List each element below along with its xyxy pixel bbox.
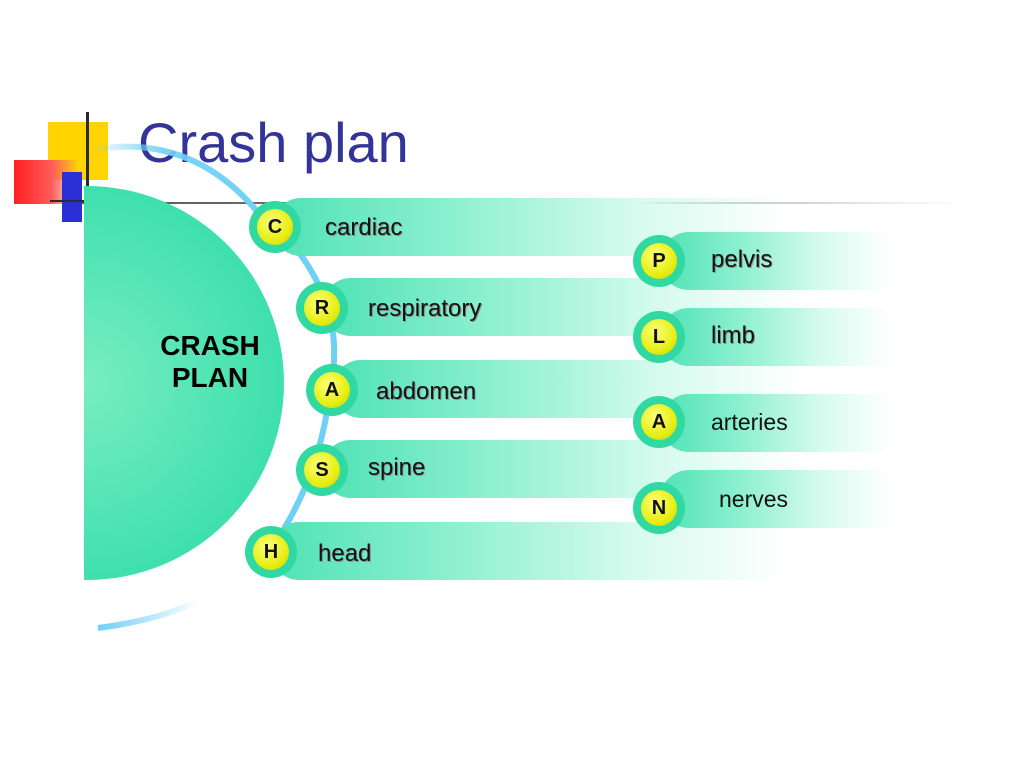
badge-letter: C xyxy=(257,209,293,245)
deco-vertical-line xyxy=(86,112,89,220)
item-label: limb xyxy=(711,322,756,349)
badge-l: L xyxy=(633,311,685,363)
badge-letter: L xyxy=(641,319,677,355)
badge-p: P xyxy=(633,235,685,287)
item-label: abdomen xyxy=(376,378,477,405)
pill-pelvis xyxy=(660,232,890,290)
badge-n: N xyxy=(633,482,685,534)
badge-letter: A xyxy=(314,372,350,408)
item-label: cardiac xyxy=(325,214,403,241)
item-label: nerves xyxy=(719,486,789,512)
bottom-arc xyxy=(97,597,202,631)
badge-r: R xyxy=(296,282,348,334)
badge-letter: N xyxy=(641,490,677,526)
item-label: spine xyxy=(368,454,426,481)
badge-a-right: A xyxy=(633,396,685,448)
item-label: head xyxy=(318,540,372,567)
pill-nerves xyxy=(660,470,890,528)
slide-title: Crash plan xyxy=(138,111,409,174)
item-label: respiratory xyxy=(368,295,482,322)
deco-blue-square xyxy=(62,172,82,222)
badge-h: H xyxy=(245,526,297,578)
pill-head xyxy=(270,522,790,580)
badge-letter: H xyxy=(253,534,289,570)
badge-c: C xyxy=(249,201,301,253)
badge-a: A xyxy=(306,364,358,416)
badge-letter: A xyxy=(641,404,677,440)
top-arc xyxy=(89,143,273,230)
pill-arteries xyxy=(660,394,890,452)
badge-letter: P xyxy=(641,243,677,279)
badge-letter: S xyxy=(304,452,340,488)
item-label: arteries xyxy=(711,409,788,435)
badge-letter: R xyxy=(304,290,340,326)
pill-limb xyxy=(660,308,890,366)
item-label: pelvis xyxy=(711,246,773,273)
badge-s: S xyxy=(296,444,348,496)
